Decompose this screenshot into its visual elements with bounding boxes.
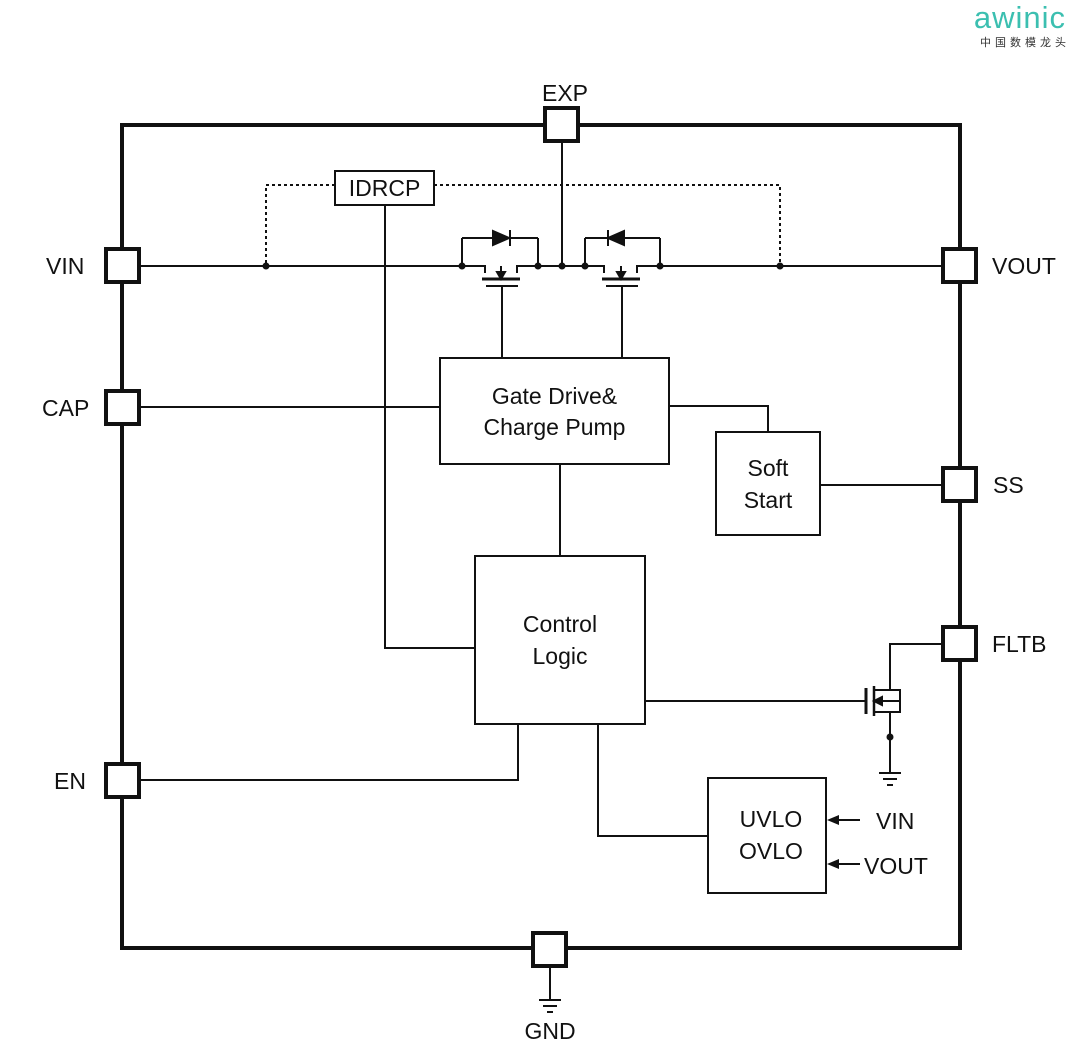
soft-start-block: Soft Start [715, 431, 821, 536]
chip-boundary [120, 123, 962, 950]
idrcp-block: IDRCP [334, 170, 435, 206]
ground-icon [539, 999, 561, 1013]
pin-fltb [941, 625, 978, 662]
junction-dot [886, 733, 894, 741]
uvlo-vin-label: VIN [876, 808, 914, 834]
power-mosfet-1 [461, 229, 539, 290]
pins [104, 106, 978, 968]
soft-start-label-line2: Start [744, 487, 793, 513]
body-diode-1-icon [492, 229, 512, 247]
control-logic-label-line2: Logic [533, 643, 588, 669]
logo-tagline-text: 中国数模龙头 [980, 36, 1070, 49]
idrcp-sense-right [434, 184, 781, 266]
uvlo-input-arrows: VIN VOUT [827, 808, 928, 879]
pin-gnd [531, 931, 568, 968]
soft-start-label-line1: Soft [748, 455, 790, 481]
en-wire [140, 724, 519, 781]
junction-dot [262, 262, 270, 270]
pin-ss-label: SS [993, 472, 1024, 498]
awinic-logo: awinic 中国数模龙头 [974, 0, 1070, 49]
pin-fltb-label: FLTB [992, 631, 1047, 657]
pin-exp [543, 106, 580, 143]
junction-dots [262, 262, 894, 741]
uvlo-vout-label: VOUT [864, 853, 928, 879]
fltb-drain-wire [889, 643, 942, 685]
pin-labels: EXP VIN CAP EN VOUT SS FLTB GND [42, 80, 1056, 1044]
pin-en [104, 762, 141, 799]
pin-gnd-label: GND [524, 1018, 575, 1044]
pin-vout [941, 247, 978, 284]
arrow-left-icon [827, 859, 839, 869]
junction-dot [776, 262, 784, 270]
control-logic-label-line1: Control [523, 611, 597, 637]
idrcp-control-wire [384, 205, 475, 649]
idrcp-sense-lines [265, 184, 781, 266]
arrow-left-icon [827, 815, 839, 825]
pin-en-label: EN [54, 768, 86, 794]
idrcp-sense-left [265, 184, 335, 266]
pin-vout-label: VOUT [992, 253, 1056, 279]
gate-drive-label-line1: Gate Drive& [492, 383, 617, 409]
junction-dot [558, 262, 566, 270]
fltb-nmos [864, 685, 901, 717]
pin-vin [104, 247, 141, 284]
control-uvlo-wire [597, 724, 708, 837]
wires [140, 142, 942, 1000]
uvlo-label: UVLO [740, 806, 803, 832]
pin-exp-label: EXP [542, 80, 588, 106]
control-logic-block: Control Logic [474, 555, 646, 725]
ground-icon [879, 772, 901, 786]
gate-drive-label-line2: Charge Pump [484, 414, 626, 440]
gate-drive-charge-pump-block: Gate Drive& Charge Pump [439, 357, 670, 465]
body-diode-2-icon [605, 229, 625, 247]
pin-ss [941, 466, 978, 503]
uvlo-ovlo-block: UVLO OVLO [707, 777, 827, 894]
power-mosfet-2 [584, 229, 661, 290]
pin-cap-label: CAP [42, 395, 89, 421]
ovlo-label: OVLO [739, 838, 803, 864]
pin-vin-label: VIN [46, 253, 84, 279]
pin-cap [104, 389, 141, 426]
idrcp-label: IDRCP [349, 175, 421, 201]
logo-brand-text: awinic [974, 0, 1066, 35]
gd-softstart-wire [669, 405, 769, 432]
